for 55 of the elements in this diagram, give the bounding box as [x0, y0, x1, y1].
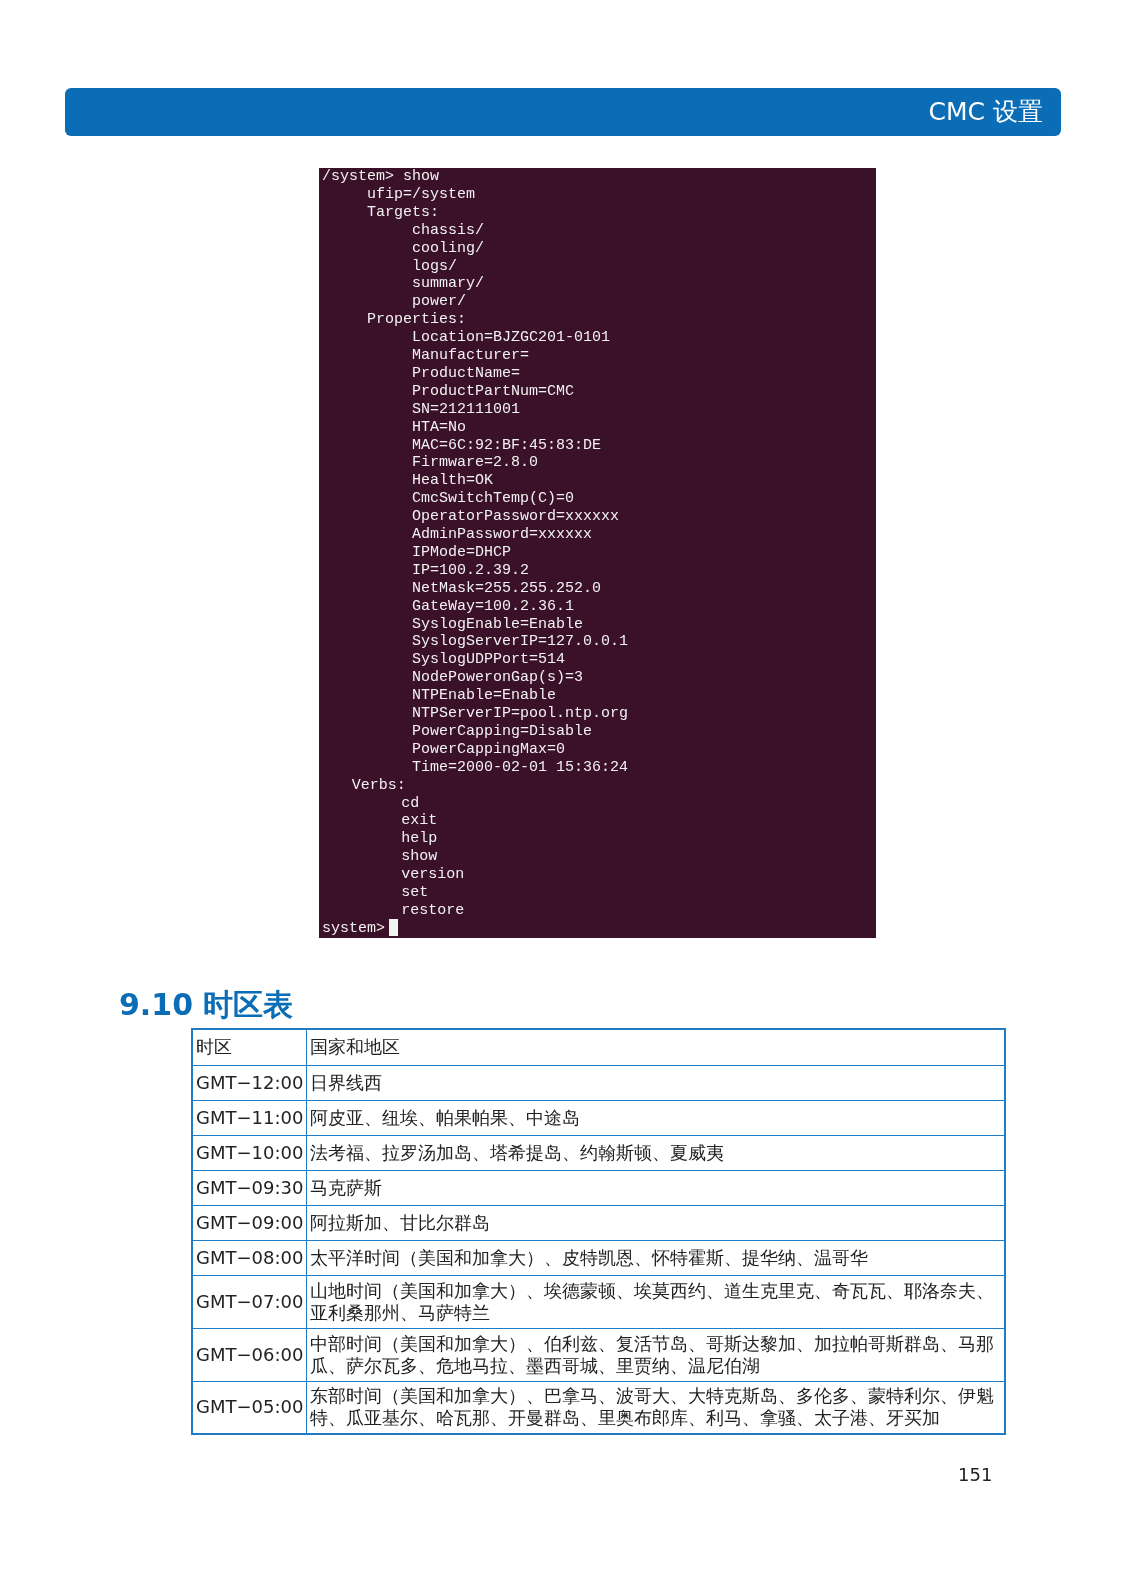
page-title: CMC 设置 [928, 96, 1043, 128]
table-cell: GMT−06:00 [192, 1328, 307, 1381]
terminal-line: Time=2000-02-01 15:36:24 [412, 758, 629, 777]
terminal-line: Verbs: [351, 776, 406, 795]
terminal-line: Properties: [367, 311, 467, 330]
terminal-line: set [401, 884, 429, 902]
terminal-line: SyslogEnable=Enable [412, 615, 584, 634]
terminal-line: Firmware=2.8.0 [412, 454, 539, 473]
terminal-line: exit [401, 812, 438, 831]
terminal-line: SN=212111001 [412, 400, 521, 419]
terminal-line: NTPServerIP=pool.ntp.org [412, 705, 629, 723]
terminal-line: AdminPassword=xxxxxx [412, 526, 593, 544]
terminal-line: PowerCapping=Disable [412, 722, 593, 741]
terminal-line: cd [401, 794, 420, 813]
terminal-line: NetMask=255.255.252.0 [412, 579, 602, 598]
section-heading: 9.10 时区表 [119, 986, 294, 1024]
table-cell: GMT−09:30 [192, 1170, 307, 1205]
terminal-line: Location=BJZGC201-0101 [412, 329, 611, 348]
terminal-line: GateWay=100.2.36.1 [412, 597, 575, 616]
table-cell: GMT−10:00 [192, 1135, 307, 1170]
terminal-line: CmcSwitchTemp(C)=0 [412, 490, 575, 509]
terminal-line: NodePoweronGap(s)=3 [412, 669, 584, 688]
terminal-line: cooling/ [412, 239, 484, 258]
table-cell: 时区 [192, 1029, 307, 1065]
page-number: 151 [958, 1463, 993, 1487]
terminal-line: NTPEnable=Enable [412, 687, 557, 706]
terminal-line: SyslogServerIP=127.0.0.1 [412, 633, 629, 652]
terminal-line: Manufacturer= [412, 347, 530, 365]
table-cell: GMT−12:00 [192, 1065, 307, 1100]
terminal-line: PowerCappingMax=0 [412, 740, 566, 759]
terminal-line: summary/ [412, 275, 484, 294]
terminal-line: IP=100.2.39.2 [412, 561, 530, 580]
terminal-line: ufip=/system [367, 185, 476, 204]
terminal-line: HTA=No [412, 418, 466, 437]
table-cell: GMT−09:00 [192, 1205, 307, 1240]
terminal-line: power/ [412, 293, 466, 312]
terminal-line: ProductName= [412, 364, 521, 383]
terminal-line: show [401, 848, 438, 867]
terminal-line: help [401, 830, 438, 849]
terminal-line: Targets: [367, 203, 439, 222]
table-cell: GMT−07:00 [192, 1275, 307, 1328]
terminal-line: version [401, 866, 465, 885]
terminal-line: MAC=6C:92:BF:45:83:DE [412, 436, 602, 455]
table-cell: GMT−08:00 [192, 1240, 307, 1275]
table-cell: GMT−11:00 [192, 1100, 307, 1135]
terminal-line: ProductPartNum=CMC [412, 382, 575, 401]
terminal-line: OperatorPassword=xxxxxx [412, 508, 620, 527]
terminal-line: /system> show [322, 168, 440, 186]
terminal-line: IPMode=DHCP [412, 543, 512, 562]
terminal-prompt: system> [322, 919, 385, 938]
terminal-line: Health=OK [412, 472, 493, 491]
terminal-line: logs/ [412, 257, 457, 276]
terminal-line: SyslogUDPPort=514 [412, 651, 566, 670]
terminal-line: restore [401, 901, 465, 920]
terminal-line: chassis/ [412, 221, 484, 240]
